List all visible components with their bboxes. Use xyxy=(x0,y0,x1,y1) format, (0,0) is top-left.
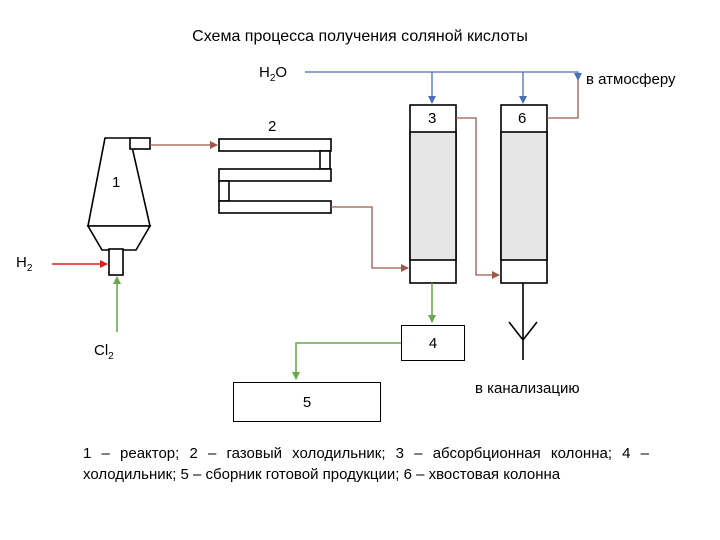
water-line xyxy=(305,71,582,81)
gas-column-3-to-column-6 xyxy=(456,117,500,279)
gas-cooler xyxy=(218,138,332,214)
cooler-box: 4 xyxy=(401,325,465,361)
chlorine-label: Cl2 xyxy=(94,342,114,362)
tail-column-number: 6 xyxy=(518,110,527,127)
diagram-title: Схема процесса получения соляной кислоты xyxy=(192,28,528,45)
legend: 1 – реактор; 2 – газовый холодильник; 3 … xyxy=(83,445,649,483)
reactor-bottom xyxy=(86,225,152,251)
reactor-top-nozzle xyxy=(129,137,151,150)
gas-cooler-number: 2 xyxy=(268,118,277,135)
absorption-column xyxy=(409,104,457,284)
hydrogen-label: H2 xyxy=(16,254,33,274)
water-label: H2O xyxy=(259,64,288,84)
drain-funnel xyxy=(508,321,538,342)
reactor-number: 1 xyxy=(112,174,121,191)
absorption-column-number: 3 xyxy=(428,110,437,127)
reactor-burner xyxy=(108,248,124,276)
product-collector-box: 5 xyxy=(233,382,381,422)
tail-column xyxy=(500,104,548,284)
vent-to-atmosphere xyxy=(547,80,579,119)
gas-cooler-to-column-3 xyxy=(331,206,409,272)
cooler-to-collector xyxy=(292,342,401,380)
sewer-label: в канализацию xyxy=(475,380,580,397)
atmosphere-label: в атмосферу xyxy=(586,71,676,88)
